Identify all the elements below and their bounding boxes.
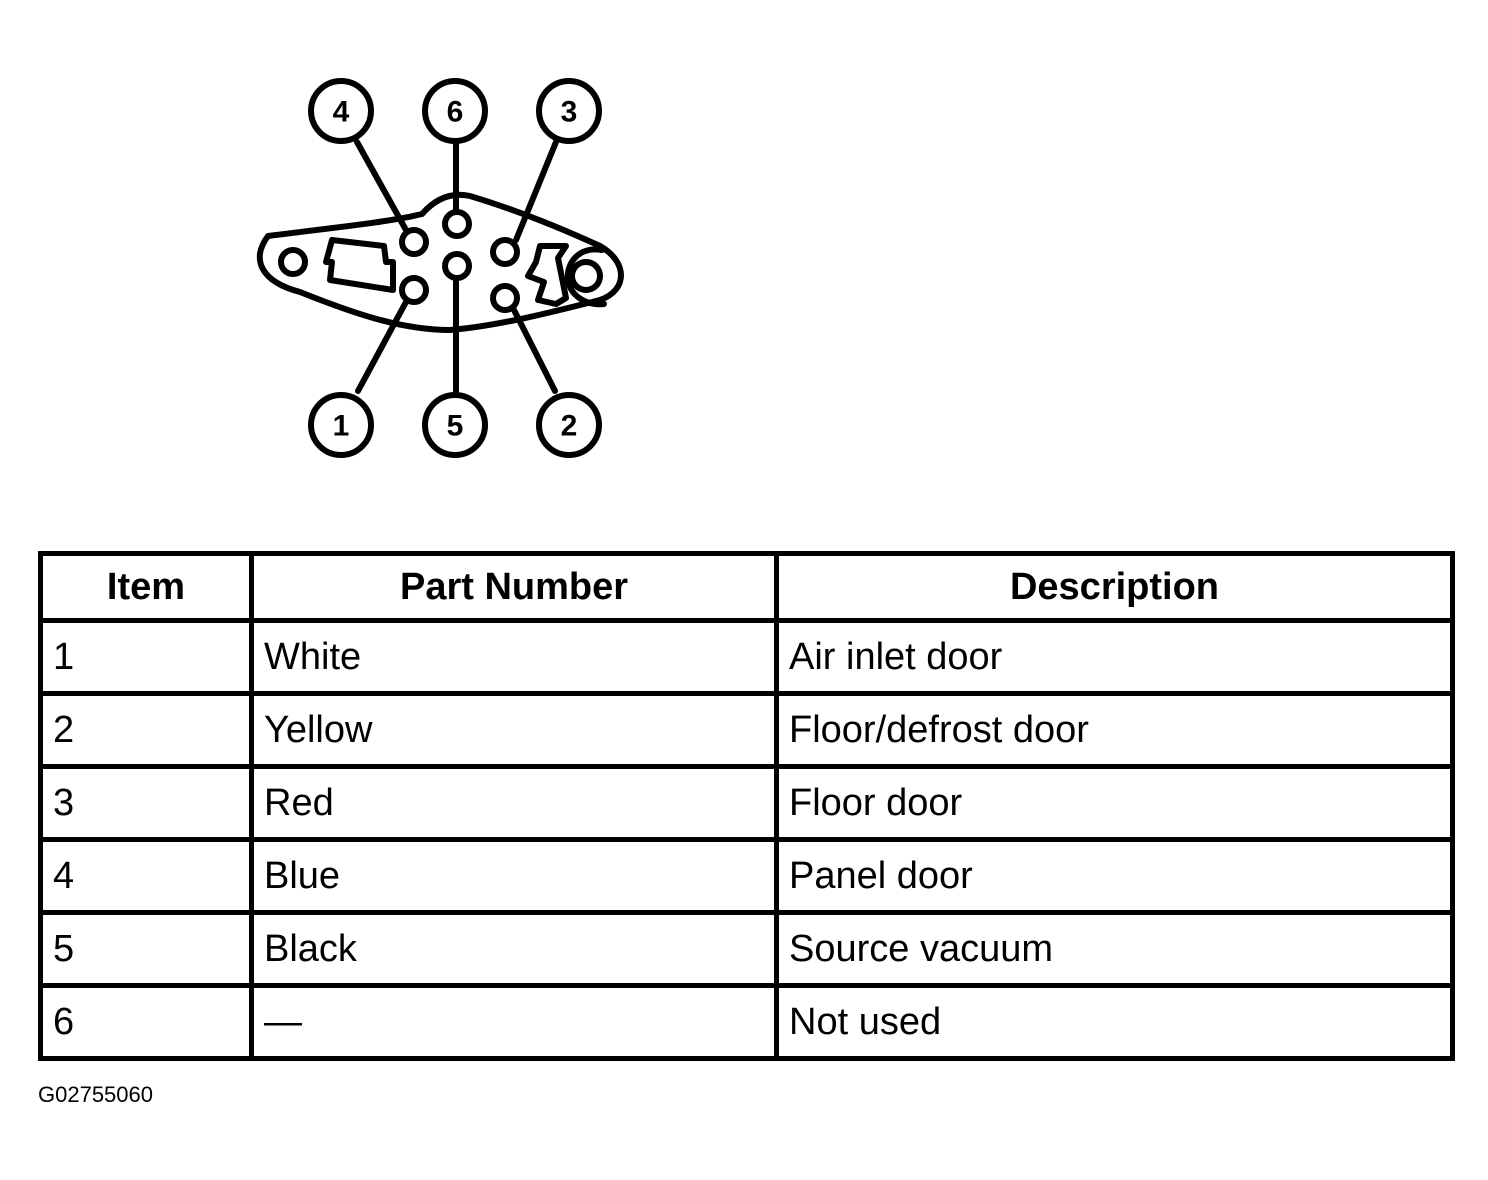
cell-item: 2 <box>38 691 254 769</box>
header-description: Description <box>774 551 1455 623</box>
port-4 <box>399 227 429 257</box>
parts-table: Item Part Number Description 1 White Air… <box>38 551 1455 1061</box>
cell-item: 1 <box>38 618 254 696</box>
cell-part-number: — <box>249 983 779 1061</box>
right-mounting-hole <box>569 259 603 293</box>
leader-line-2 <box>511 307 558 394</box>
table-row: 1 White Air inlet door <box>38 618 1455 696</box>
connector-body <box>256 191 624 333</box>
port-2 <box>490 283 520 313</box>
cell-item: 3 <box>38 764 254 842</box>
table-row: 3 Red Floor door <box>38 764 1455 842</box>
cell-part-number: Yellow <box>249 691 779 769</box>
cell-item: 6 <box>38 983 254 1061</box>
callout-label-2: 2 <box>561 410 578 443</box>
right-cutout <box>525 243 569 307</box>
figure-code: G02755060 <box>38 1082 153 1107</box>
port-5 <box>442 251 472 281</box>
left-mounting-hole <box>278 247 308 277</box>
left-cutout <box>323 237 396 293</box>
cell-description: Panel door <box>774 837 1455 915</box>
callout-label-4: 4 <box>333 96 350 129</box>
table-row: 5 Black Source vacuum <box>38 910 1455 988</box>
cell-part-number: Black <box>249 910 779 988</box>
cell-description: Source vacuum <box>774 910 1455 988</box>
callout-label-3: 3 <box>561 96 578 129</box>
callout-label-6: 6 <box>447 96 464 129</box>
callout-circle-2 <box>536 392 602 458</box>
callout-circle-3 <box>536 78 602 144</box>
port-6 <box>442 209 472 239</box>
header-part-number: Part Number <box>249 551 779 623</box>
callout-circle-1 <box>308 392 374 458</box>
cell-part-number: White <box>249 618 779 696</box>
table-header-row: Item Part Number Description <box>38 551 1455 623</box>
callout-circle-6 <box>422 78 488 144</box>
table-row: 4 Blue Panel door <box>38 837 1455 915</box>
callout-label-5: 5 <box>447 410 464 443</box>
table-row: 6 — Not used <box>38 983 1455 1061</box>
port-1 <box>399 275 429 305</box>
right-boss <box>564 246 607 308</box>
leader-line-4 <box>354 139 409 233</box>
header-item: Item <box>38 551 254 623</box>
cell-description: Air inlet door <box>774 618 1455 696</box>
cell-description: Not used <box>774 983 1455 1061</box>
port-3 <box>490 237 520 267</box>
cell-item: 5 <box>38 910 254 988</box>
leader-line-1 <box>355 299 409 394</box>
cell-description: Floor/defrost door <box>774 691 1455 769</box>
cell-part-number: Blue <box>249 837 779 915</box>
leader-line-3 <box>513 139 559 243</box>
callout-circle-5 <box>422 392 488 458</box>
cell-part-number: Red <box>249 764 779 842</box>
table-row: 2 Yellow Floor/defrost door <box>38 691 1455 769</box>
cell-item: 4 <box>38 837 254 915</box>
vacuum-connector-diagram: 4 6 3 1 5 2 <box>256 78 624 458</box>
cell-description: Floor door <box>774 764 1455 842</box>
callout-circle-4 <box>308 78 374 144</box>
callout-label-1: 1 <box>333 410 350 443</box>
